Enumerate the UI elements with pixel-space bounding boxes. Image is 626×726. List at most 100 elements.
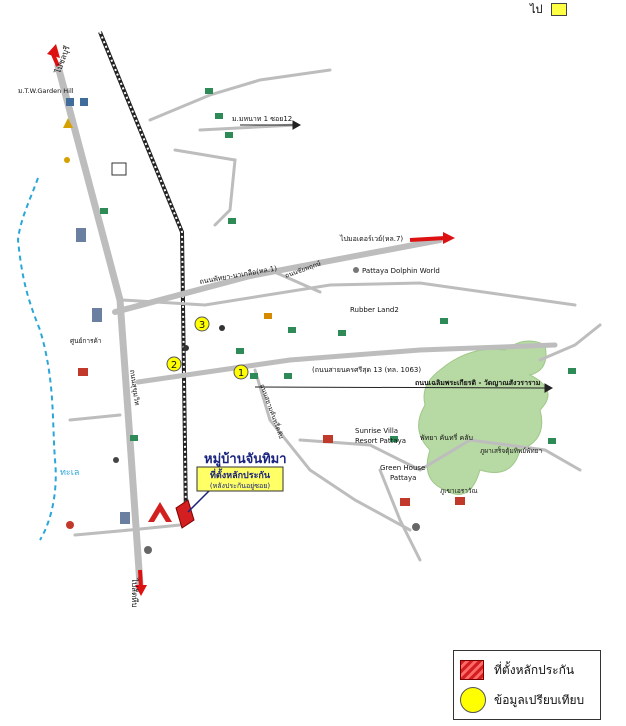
road-network — [54, 62, 602, 589]
temple-icon — [63, 118, 73, 128]
label-chaloem: ถนนเฉลิมพระเกียรติ - วัดญาณสังวราราม — [415, 379, 541, 387]
map-legend: ที่ตั้งหลักประกัน ข้อมูลเปรียบเทียบ — [453, 650, 601, 720]
map-labels: ไปชลบุรี ไปสัตหีบ ทะเล ม.T.W.Garden Hill… — [18, 44, 542, 608]
landmark-icon — [219, 325, 225, 331]
east-arrowhead-icon — [443, 232, 455, 244]
label-golf: พัทยา คันทรี่ คลับ — [420, 433, 473, 442]
sukhumvit-road — [54, 62, 144, 589]
label-siam-country: ถนนสยามคันทรี่คลับ — [258, 383, 286, 440]
pattaya-nua-road — [112, 237, 443, 315]
legend-item-comparable: ข้อมูลเปรียบเทียบ — [460, 687, 584, 713]
east-road — [298, 438, 582, 472]
label-green-house: Green House — [380, 464, 425, 472]
building-icon — [120, 512, 130, 524]
right-hill-road — [538, 323, 602, 362]
dolphin-icon — [353, 267, 359, 273]
shop-icon — [78, 368, 88, 376]
legend-label-comparable: ข้อมูลเปรียบเทียบ — [494, 692, 585, 707]
house-icon — [390, 436, 398, 442]
house-icon — [548, 438, 556, 444]
house-icon — [236, 348, 244, 354]
house-icon — [568, 368, 576, 374]
label-to-south: ไปสัตหีบ — [130, 577, 139, 608]
house-icon — [228, 218, 236, 224]
highway-1063-road — [135, 342, 558, 385]
school-icon — [66, 521, 74, 529]
label-highway-1063: (ถนนสายนครศรีสุด 13 (ทล. 1063) — [312, 366, 421, 374]
temple-icon — [412, 523, 420, 531]
label-big-lake: ศูนย์การค้า — [70, 337, 102, 345]
collateral-label-box — [196, 466, 284, 492]
marker-2-number: 2 — [171, 360, 177, 371]
lower-road — [73, 523, 182, 537]
red-hatched-swatch-icon — [460, 660, 484, 680]
label-soi12: ม.มหนาท 1 ซอย12 — [232, 115, 292, 123]
label-sunrise: Sunrise Villa — [355, 427, 398, 435]
house-icon — [440, 318, 448, 324]
hill-area — [418, 340, 549, 495]
legend-label-collateral: ที่ตั้งหลักประกัน — [494, 662, 575, 677]
marker-2-circle-icon — [166, 356, 182, 372]
marker-1-circle-icon — [233, 364, 249, 380]
east-arrow-icon — [409, 236, 446, 242]
top-corner-legend: ไป — [530, 0, 567, 18]
south-arrowhead-icon — [135, 585, 147, 596]
marker-3-circle-icon — [194, 316, 210, 332]
building-icon — [92, 308, 102, 322]
label-sea: ทะเล — [60, 468, 79, 478]
shop-icon — [323, 435, 333, 443]
yellow-circle-swatch-icon — [460, 687, 486, 713]
label-bypass: ไปมอเตอร์เวย์(หล.7) — [339, 234, 403, 243]
top-legend-label: ไป — [530, 3, 543, 16]
north-arrowhead-icon — [47, 44, 60, 58]
pointer-arrows — [240, 120, 554, 393]
house-icon — [225, 132, 233, 138]
marker-2[interactable]: 2 — [166, 356, 182, 372]
collateral-marker-icon[interactable] — [175, 499, 195, 529]
house-icon — [338, 330, 346, 336]
coastline — [16, 177, 57, 541]
label-buddha: ภูผาเสร็จตุ้มทิพย์พัทยา — [480, 446, 542, 455]
temple-icon — [144, 546, 152, 554]
soi12-road — [198, 123, 297, 132]
marker-1[interactable]: 1 — [233, 364, 249, 380]
landmark-icon — [183, 345, 189, 351]
temple-icon — [64, 157, 70, 163]
collateral-label-line2: (หลังประกันอยู่ซอย) — [210, 482, 270, 490]
building-icon — [111, 162, 127, 176]
house-icon — [250, 373, 258, 379]
station-icon — [113, 457, 119, 463]
marker-1-number: 1 — [238, 368, 244, 379]
house-icon — [80, 98, 88, 106]
logo-a-icon — [148, 502, 172, 522]
village-road — [68, 413, 122, 422]
upper-road — [120, 281, 577, 307]
yellow-square-icon — [550, 2, 567, 16]
railway-ties — [99, 31, 187, 521]
label-dolphin: Pattaya Dolphin World — [362, 267, 440, 275]
village-name-label: หมู่บ้านจันทิมา — [204, 451, 287, 467]
label-green-house-2: Pattaya — [390, 474, 416, 482]
house-icon — [100, 208, 108, 214]
house-icon — [215, 113, 223, 119]
marker-3[interactable]: 3 — [194, 316, 210, 332]
house-icon — [205, 88, 213, 94]
south-road — [378, 468, 422, 562]
house-icon — [284, 373, 292, 379]
house-icon — [264, 313, 272, 319]
collateral-label-line1: ที่ตั้งหลักประกัน — [210, 468, 271, 481]
label-rubber: Rubber Land2 — [350, 306, 399, 314]
siam-road — [253, 368, 412, 532]
label-mountain: ภูเขาเอราวัณ — [440, 487, 478, 495]
chaiyapruek-road — [268, 268, 322, 294]
label-resort: Resort Pattaya — [355, 437, 406, 445]
marker-3-number: 3 — [199, 320, 205, 331]
north-road — [148, 68, 332, 122]
house-icon — [288, 327, 296, 333]
collateral-pointer-line — [187, 489, 211, 513]
house-icon — [66, 98, 74, 106]
legend-item-collateral: ที่ตั้งหลักประกัน — [460, 657, 574, 683]
landmark-icons — [63, 88, 576, 554]
building-icon — [76, 228, 86, 242]
